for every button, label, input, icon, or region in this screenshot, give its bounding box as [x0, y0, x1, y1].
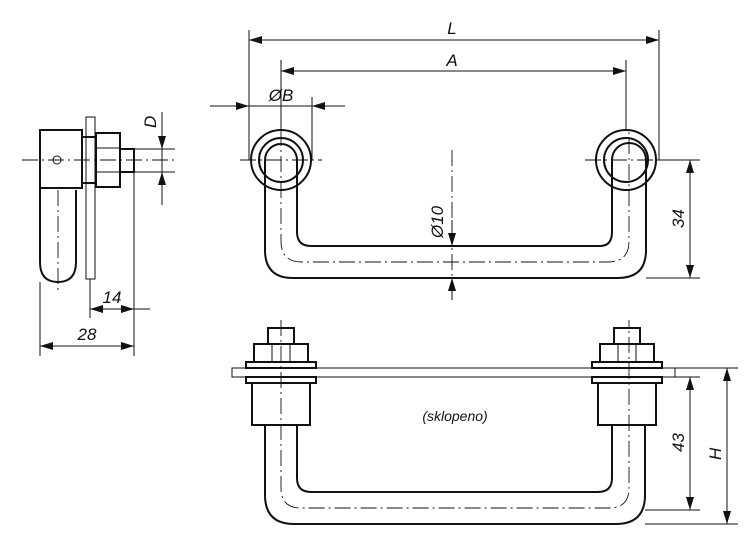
L-arrow-right — [646, 36, 659, 44]
B-arrow-right — [312, 102, 325, 110]
diam10-arrow-top — [448, 233, 456, 246]
diam10-arrow-bottom — [448, 278, 456, 291]
dim43-label: 43 — [669, 433, 688, 452]
folded-mounting-plate — [231, 367, 676, 378]
A-label: A — [445, 51, 457, 70]
handle-centerline — [280, 130, 630, 263]
dim14-label: 14 — [103, 288, 122, 307]
B-arrow-left — [236, 102, 249, 110]
diam10-label: Ø10 — [428, 205, 447, 239]
right-washer-top — [591, 361, 663, 369]
folded-handle-outer — [264, 425, 646, 525]
front-view: L A ØB Ø10 34 — [210, 19, 700, 300]
D-label: D — [141, 116, 160, 128]
right-boss-body — [597, 382, 657, 426]
dim34-arrow-top — [686, 160, 694, 173]
dim34-label: 34 — [669, 209, 688, 228]
dim34-arrow-bottom — [686, 265, 694, 278]
D-arrow-bottom — [158, 172, 166, 185]
H-label: H — [706, 447, 725, 460]
handle-inner-contour — [296, 160, 613, 247]
A-arrow-left — [281, 67, 294, 75]
right-bolt-top — [613, 327, 641, 345]
dim14-arrow-right — [121, 305, 134, 313]
handle-outer-contour — [264, 160, 647, 279]
B-label: ØB — [268, 86, 294, 105]
folded-note: (sklopeno) — [422, 408, 487, 424]
dim28-arrow-right — [121, 342, 134, 350]
H-arrow-top — [723, 368, 731, 381]
dim43-arrow-top — [686, 377, 694, 390]
dim43-arrow-bottom — [686, 497, 694, 510]
folded-view: (sklopeno) 43 H — [231, 320, 738, 525]
side-view: D 14 28 — [22, 112, 175, 356]
dim28-arrow-left — [40, 342, 53, 350]
H-arrow-bottom — [723, 511, 731, 524]
L-label: L — [447, 19, 456, 38]
folded-handle-centerline — [280, 320, 630, 509]
side-mounting-plate — [85, 116, 96, 280]
side-bolt-end — [119, 148, 135, 173]
folded-handle-inner — [296, 425, 613, 493]
dim14-arrow-left — [90, 305, 103, 313]
L-arrow-left — [249, 36, 262, 44]
dim28-label: 28 — [77, 325, 97, 344]
A-arrow-right — [613, 67, 626, 75]
D-arrow-top — [158, 136, 166, 149]
right-nut — [599, 343, 655, 363]
